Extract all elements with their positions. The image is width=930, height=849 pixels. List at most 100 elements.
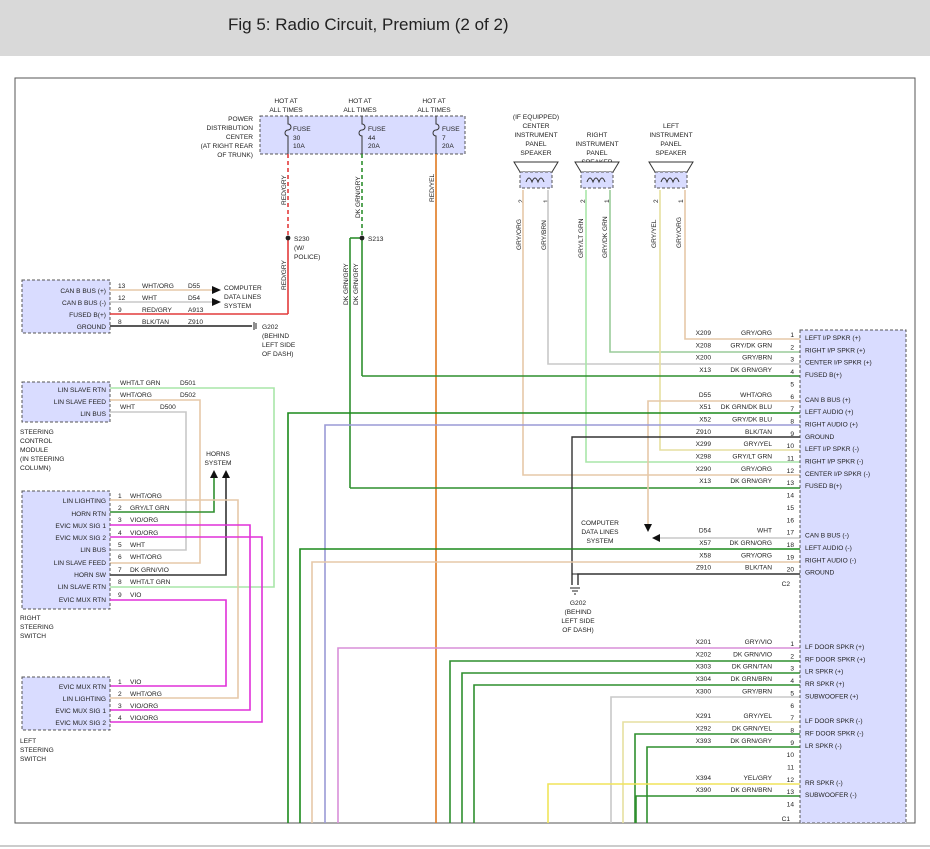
fuse-number: 44	[368, 135, 376, 142]
circuit-label: Z910	[696, 429, 711, 436]
hot-at-label: ALL TIMES	[343, 107, 377, 114]
computer-data-label: DATA LINES	[581, 529, 619, 536]
power-distribution-center: POWER DISTRIBUTION CENTER (AT RIGHT REAR…	[201, 98, 466, 159]
radio-pin-label: LEFT I/P SPKR (+)	[805, 335, 861, 342]
right-steering-switch: LIN LIGHTING HORN RTN EVIC MUX SIG 1 EVI…	[20, 490, 171, 640]
pin-number: 8	[790, 418, 794, 425]
wire-d500	[110, 411, 187, 551]
speaker-label: RIGHT	[587, 132, 608, 139]
computer-data-label: COMPUTER	[581, 520, 619, 527]
connector-label: C1	[782, 816, 791, 823]
pin-number: 10	[787, 752, 795, 759]
circuit-label: X303	[696, 664, 712, 671]
ground-label: LEFT SIDE	[262, 342, 296, 349]
pin-number: 9	[118, 307, 122, 314]
wire-x290	[522, 190, 800, 476]
wire-color-label: WHT	[757, 528, 772, 535]
pin-number: 5	[118, 542, 122, 549]
rss-pin-label: EVIC MUX SIG 1	[55, 523, 106, 530]
wire-color-label: BLK/TAN	[142, 319, 169, 326]
circuit-label: X299	[696, 441, 712, 448]
wire-color-label: DK GRN/VIO	[130, 567, 169, 574]
scm-pin-label: CAN B BUS (+)	[60, 288, 106, 295]
wire-x291	[622, 721, 800, 823]
pin-number: 15	[787, 505, 795, 512]
speaker-label: (IF EQUIPPED)	[513, 114, 559, 121]
pin-number: 6	[790, 394, 794, 401]
wire-color-label: VIO/ORG	[130, 517, 158, 524]
circuit-label: X290	[696, 466, 712, 473]
radio-pin-label: CAN B BUS (+)	[805, 397, 851, 404]
wire-color-label: WHT	[120, 404, 135, 411]
hot-at-label: HOT AT	[422, 98, 445, 105]
wire-color-label: DK GRN/GRY	[730, 478, 772, 485]
arrow-down-icon	[644, 524, 652, 532]
circuit-label: Z910	[696, 565, 711, 572]
wire-x394	[547, 783, 800, 823]
arrow-up-icon	[210, 470, 218, 478]
pin-number: 20	[787, 567, 795, 574]
wire-z910-radio	[571, 436, 800, 585]
wire-color-label: WHT/ORG	[130, 554, 162, 561]
wire-color-label: GRY/YEL	[651, 219, 658, 248]
arrow-icon	[212, 286, 221, 294]
radio-box	[799, 329, 907, 824]
wire-x201	[337, 647, 800, 823]
lss-caption: STEERING	[20, 747, 54, 754]
pin-number: 8	[118, 319, 122, 326]
wire-x299	[659, 190, 800, 451]
fuse-symbol	[358, 116, 366, 154]
wire-color-label: VIO	[130, 679, 141, 686]
radio-pin-label: RR SPKR (-)	[805, 780, 843, 787]
horns-label: SYSTEM	[204, 460, 231, 467]
circuit-label: X200	[696, 355, 712, 362]
rss-pin-label: LIN SLAVE RTN	[58, 584, 106, 591]
pin-number: 2	[790, 344, 794, 351]
wire-color-label: GRY/LT GRN	[130, 505, 170, 512]
rss-pin-label: EVIC MUX RTN	[59, 597, 106, 604]
circuit-label: X209	[696, 330, 712, 337]
wire-x390	[635, 795, 800, 823]
hot-at-label: HOT AT	[274, 98, 297, 105]
radio-pin-label: CENTER I/P SPKR (+)	[805, 360, 872, 367]
scm-pin-label: LIN SLAVE FEED	[54, 399, 107, 406]
circuit-label: X58	[699, 552, 711, 559]
circuit-label: D55	[188, 283, 200, 290]
radio-pin-label: RF DOOR SPKR (+)	[805, 656, 865, 663]
speaker-pin: 1	[678, 199, 685, 203]
rss-caption: STEERING	[20, 624, 54, 631]
pin-number: 3	[118, 517, 122, 524]
radio-pin-label: CAN B BUS (-)	[805, 533, 849, 540]
pin-number: 2	[118, 505, 122, 512]
radio-pin-label: SUBWOOFER (+)	[805, 693, 858, 700]
wire-color-label: GRY/DK BLU	[732, 416, 772, 423]
pin-number: 1	[790, 332, 794, 339]
circuit-label: X394	[696, 775, 712, 782]
speaker-pin: 2	[653, 199, 660, 203]
wire-x292	[634, 733, 800, 823]
speaker-label: INSTRUMENT	[575, 141, 618, 148]
radio-pin-label: CENTER I/P SPKR (-)	[805, 471, 870, 478]
wire-color-label: WHT	[130, 542, 145, 549]
radio-pin-label: RR SPKR (+)	[805, 681, 844, 688]
wire-lin-lighting	[110, 499, 239, 699]
splice-label: S230	[294, 236, 310, 243]
radio-pin-label: FUSED B(+)	[805, 483, 842, 490]
rss-pin-label: HORN RTN	[71, 511, 106, 518]
fuse-rating: 10A	[293, 143, 305, 150]
computer-data-label: COMPUTER	[224, 285, 262, 292]
wire-d502	[110, 399, 201, 564]
wire-color-label: VIO/ORG	[130, 703, 158, 710]
circuit-label: X208	[696, 342, 712, 349]
hot-at-label: HOT AT	[348, 98, 371, 105]
wire-x202	[449, 660, 800, 823]
speaker-label: SPEAKER	[655, 150, 686, 157]
wire-color-label: GRY/BRN	[742, 355, 772, 362]
wire-color-label: GRY/ORG	[741, 330, 772, 337]
computer-data-label: SYSTEM	[224, 303, 251, 310]
pin-number: 1	[118, 493, 122, 500]
ground-label: G202	[570, 600, 586, 607]
circuit-label: X57	[699, 540, 711, 547]
wire-color-label: WHT/ORG	[130, 691, 162, 698]
